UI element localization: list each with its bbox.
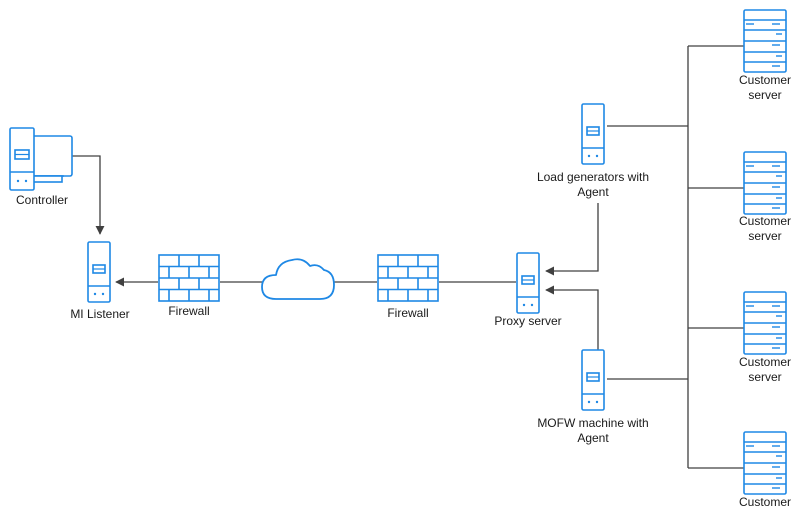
firewall-left-label: Firewall (168, 304, 210, 318)
firewall-icon (158, 254, 220, 302)
customer-server-4-line1: Customer (738, 495, 791, 509)
cloud-icon (261, 258, 335, 300)
customer-server-4-label: Customer (725, 495, 802, 510)
customer-server-2-line1: Customer (738, 214, 791, 228)
edge-mofw-to-proxy (545, 285, 599, 350)
mofw-label-line2: Agent (577, 431, 609, 445)
mofw-label-line1: MOFW machine with (537, 416, 649, 430)
server-rack-icon (743, 9, 787, 73)
load-generators-label-line1: Load generators with (536, 170, 650, 184)
server-icon (581, 349, 605, 411)
customer-server-3-line2: server (748, 370, 782, 384)
load-generators-label: Load generators with Agent (523, 170, 663, 200)
firewall-right-label: Firewall (387, 306, 429, 320)
server-rack-icon (743, 431, 787, 495)
mofw-label: MOFW machine with Agent (523, 416, 663, 446)
connectors (72, 45, 744, 469)
server-icon (581, 103, 605, 165)
server-rack-icon (743, 151, 787, 215)
customer-server-3-line1: Customer (738, 355, 791, 369)
customer-server-1-line1: Customer (738, 73, 791, 87)
customer-server-2-line2: server (748, 229, 782, 243)
controller-label: Controller (15, 193, 69, 207)
edge-load-gen-to-proxy (545, 203, 599, 276)
customer-server-3-label: Customer server (725, 355, 802, 385)
customer-server-1-line2: server (748, 88, 782, 102)
server-rack-icon (743, 291, 787, 355)
edge-controller-to-mi-listener (72, 155, 105, 235)
load-generators-label-line2: Agent (577, 185, 609, 199)
server-icon (516, 252, 540, 314)
desktop-computer-icon (9, 127, 73, 191)
server-icon (87, 241, 111, 303)
mi-listener-label: MI Listener (70, 307, 130, 321)
customer-server-2-label: Customer server (725, 214, 802, 244)
proxy-server-label: Proxy server (494, 314, 562, 328)
customer-server-1-label: Customer server (725, 73, 802, 103)
firewall-icon (377, 254, 439, 302)
